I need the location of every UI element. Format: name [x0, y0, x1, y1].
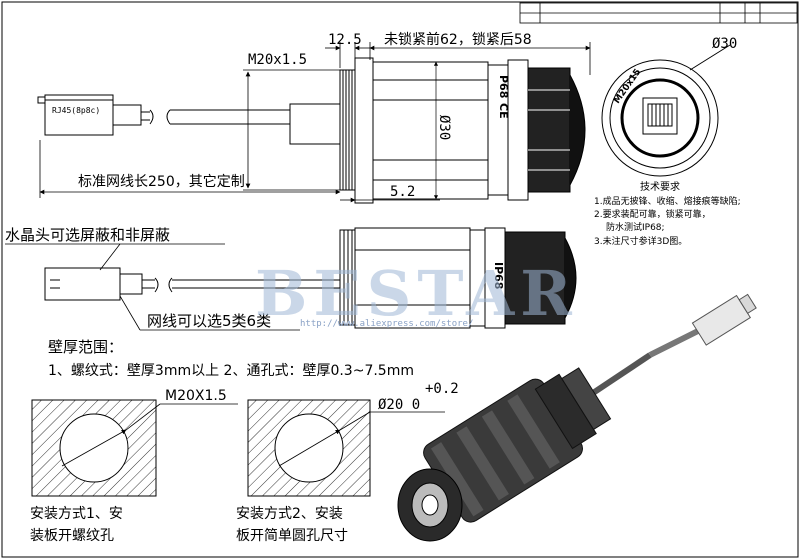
- dim-total-length: [369, 42, 591, 75]
- total-length-label: 未锁紧前62，锁紧后58: [384, 31, 532, 48]
- connector-3d-render: [397, 293, 757, 542]
- cable-cat-leader-tail: [119, 295, 141, 331]
- mount1-thread-label: M20X1.5: [165, 388, 227, 404]
- top-connector: [339, 57, 586, 204]
- crystal-label: 水晶头可选屏蔽和非屏蔽: [5, 226, 170, 244]
- mount2-dia-label: Ø20 0: [378, 397, 420, 413]
- mount1-text-2: 装板开螺纹孔: [30, 528, 114, 544]
- thread-top-label: M20x1.5: [248, 52, 307, 68]
- wall-heading: 壁厚范围：: [48, 338, 123, 356]
- mount2-text-1: 安装方式2、安装: [236, 506, 343, 522]
- top-cable: [166, 103, 341, 145]
- mark-ce: CE: [497, 103, 510, 119]
- wall-line: 1、螺纹式：壁厚3mm以上 2、通孔式：壁厚0.3~7.5mm: [48, 363, 414, 379]
- mount2-text-2: 板开简单圆孔尺寸: [236, 527, 348, 544]
- front-dia-label: Ø30: [712, 36, 737, 52]
- dim-flange: [325, 42, 370, 68]
- cable-cat-label: 网线可以选5类6类: [147, 312, 271, 330]
- mark-ip68: IP68: [492, 262, 505, 289]
- mount1-hatch-panel: [31, 399, 238, 497]
- tolerance-upper: +0.2: [425, 381, 459, 397]
- tech-heading: 技术要求: [640, 180, 680, 193]
- tech-item-1: 1.成品无披锋、收缩、熔接痕等缺陷;: [594, 195, 741, 207]
- middle-connector: [339, 227, 577, 329]
- dim-thread-top: [243, 69, 340, 191]
- watermark: BESTAR: [255, 257, 578, 330]
- top-rj45-plug: [37, 94, 154, 136]
- mount1-text-1: 安装方式1、安: [30, 506, 123, 522]
- watermark-url: http://www.aliexpress.com/store/: [300, 319, 473, 329]
- tech-item-2: 2.要求装配可靠，锁紧可靠，: [594, 208, 711, 220]
- tech-item-3: 防水测试IP68;: [606, 221, 665, 233]
- dim-cable-length: [39, 140, 341, 198]
- rj45-plug-label: RJ45(8p8c): [52, 106, 100, 115]
- crystal-leader-tail: [99, 243, 121, 271]
- middle-rj45-plug: [44, 267, 340, 301]
- tech-item-4: 3.未注尺寸参详3D图。: [594, 235, 687, 247]
- body-dia-label: Ø30: [436, 115, 452, 140]
- front-view: [601, 44, 731, 177]
- mark-p68: P68: [497, 75, 510, 98]
- title-block: [519, 2, 798, 24]
- flange-label: 12.5: [328, 32, 362, 48]
- thread-len-label: 5.2: [390, 184, 415, 200]
- cable-length-label: 标准网线长250，其它定制: [78, 173, 245, 190]
- mount2-hatch-panel: [247, 399, 445, 497]
